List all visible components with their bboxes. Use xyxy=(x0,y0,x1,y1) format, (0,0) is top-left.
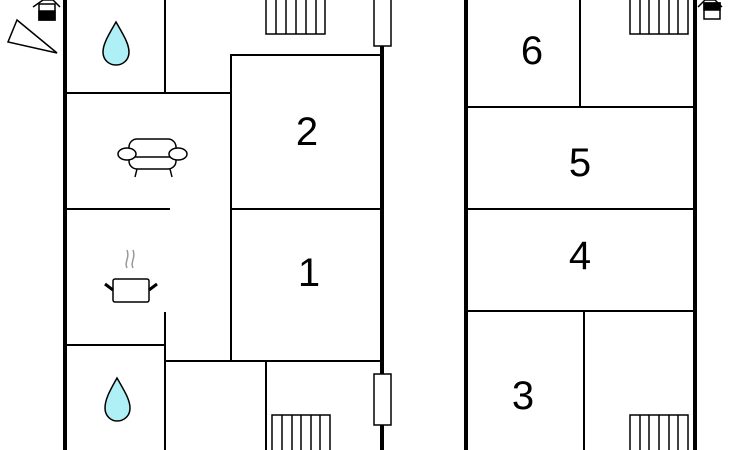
interior-walls xyxy=(65,0,383,450)
room-2-label: 2 xyxy=(296,110,318,154)
kitchen-pot-icon xyxy=(104,249,158,303)
entrance-door-icon xyxy=(697,0,723,20)
room-3-label: 3 xyxy=(512,374,534,418)
room-5-label: 5 xyxy=(569,141,591,185)
stairs-icon xyxy=(265,0,326,35)
room-4-label: 4 xyxy=(569,234,591,278)
compass-triangle-icon xyxy=(6,18,58,54)
entrance-door-icon xyxy=(32,0,61,21)
stairs-icon xyxy=(629,414,689,450)
bathroom-drop-icon xyxy=(104,376,131,422)
bathroom-drop-icon xyxy=(102,20,130,66)
left-building: 2 1 xyxy=(6,0,392,450)
stairs-icon xyxy=(271,414,331,450)
stairs-icon xyxy=(629,0,689,35)
interior-walls xyxy=(466,0,695,450)
window-icon xyxy=(373,0,392,47)
room-6-label: 6 xyxy=(521,29,543,73)
room-1-label: 1 xyxy=(298,251,320,295)
window-icon xyxy=(373,373,392,426)
right-building: 6 5 4 3 xyxy=(464,0,723,450)
sofa-icon xyxy=(117,138,188,178)
